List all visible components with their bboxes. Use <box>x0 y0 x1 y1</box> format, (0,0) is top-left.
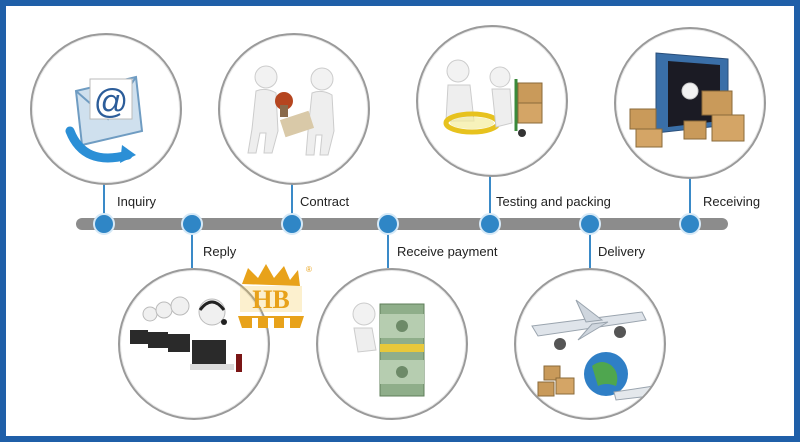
email-at-icon: @ <box>65 75 144 163</box>
logo-text: HB <box>252 285 290 314</box>
circle-payment <box>316 268 468 420</box>
money-stack-icon <box>352 302 425 397</box>
dot-testing <box>479 213 501 235</box>
stem-receiving <box>689 176 691 222</box>
magnifier-cart-icon <box>443 59 543 137</box>
label-delivery: Delivery <box>598 244 645 259</box>
timeline-bar <box>76 218 728 230</box>
handshake-stamp-icon <box>247 65 335 156</box>
circle-delivery <box>514 268 666 420</box>
crown-logo-icon: HB ® <box>238 264 312 328</box>
dot-payment <box>377 213 399 235</box>
label-reply: Reply <box>203 244 237 259</box>
stem-delivery <box>589 228 591 268</box>
dot-receiving <box>679 213 701 235</box>
svg-text:@: @ <box>94 83 129 121</box>
stem-reply <box>191 228 193 268</box>
stem-payment <box>387 228 389 268</box>
label-contract: Contract <box>300 194 350 209</box>
circle-testing <box>416 25 568 177</box>
container-boxes-icon <box>629 52 745 148</box>
call-center-icon <box>130 296 242 372</box>
label-payment: Receive payment <box>397 244 498 259</box>
label-receiving: Receiving <box>703 194 761 209</box>
circle-inquiry: @ <box>30 33 182 185</box>
label-inquiry: Inquiry <box>117 194 157 209</box>
circle-reply <box>118 268 270 420</box>
circle-contract <box>218 33 370 185</box>
plane-globe-icon <box>531 299 655 401</box>
stem-testing <box>489 172 491 222</box>
label-testing: Testing and packing <box>496 194 611 209</box>
circle-receiving <box>614 27 766 179</box>
hb-logo: HB ® <box>234 262 312 332</box>
dot-inquiry <box>93 213 115 235</box>
dot-reply <box>181 213 203 235</box>
registered-mark: ® <box>306 265 312 274</box>
stem-inquiry <box>103 178 105 222</box>
dot-delivery <box>579 213 601 235</box>
dot-contract <box>281 213 303 235</box>
stem-contract <box>291 178 293 222</box>
